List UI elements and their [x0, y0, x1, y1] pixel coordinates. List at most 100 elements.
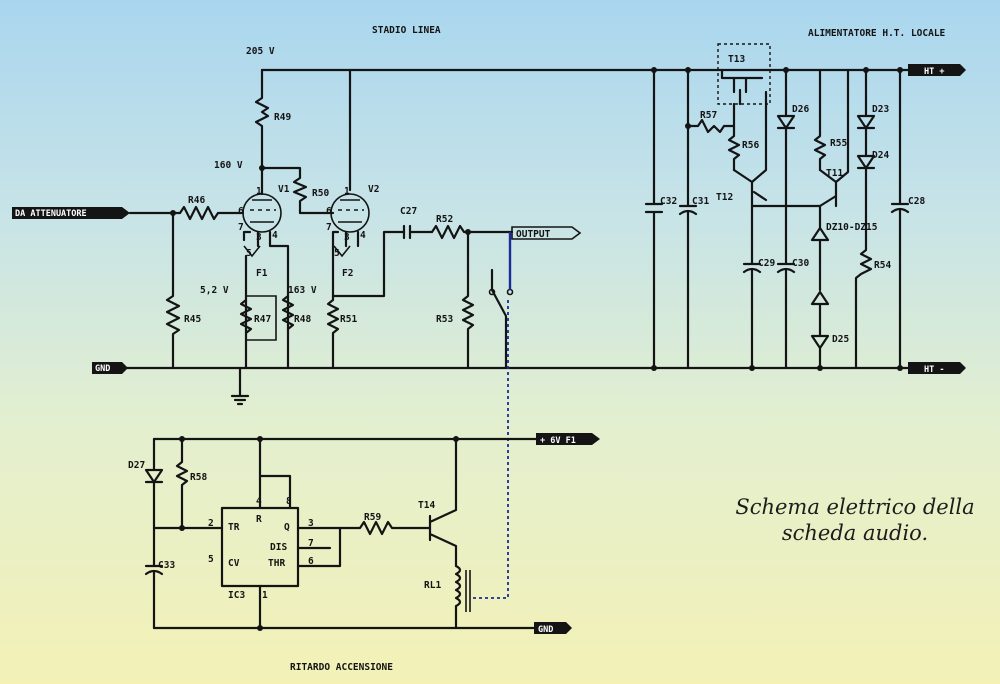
relay-contact-a: [488, 288, 496, 296]
ic3-pin-r: R: [256, 514, 262, 525]
chassis-ground-icon: [230, 366, 250, 406]
ic3-output-wires: [296, 526, 342, 568]
r53-label: R53: [436, 314, 453, 325]
junction-dot: [749, 365, 755, 371]
figure-caption: Schema elettrico della scheda audio.: [735, 495, 975, 545]
gnd-port-bottom: GND: [534, 622, 572, 635]
junction-dot: [257, 436, 263, 442]
r53-resistor: [461, 230, 475, 370]
c27-capacitor: [402, 224, 434, 240]
v2-cathode-out: [331, 230, 406, 298]
v2-pin5: 5: [334, 248, 340, 259]
rl1-coil: [454, 564, 462, 630]
ic3-pin-dis: DIS: [270, 542, 287, 553]
c31-capacitor: [678, 68, 698, 370]
r47-resistor: [239, 298, 253, 335]
dz10-dz15-label: DZ10-DZ15: [826, 222, 878, 233]
junction-dot: [863, 67, 869, 73]
c31-label: C31: [692, 196, 709, 207]
f1-filament-icon: [243, 245, 261, 258]
t11-label: T11: [826, 168, 843, 179]
t13-label: T13: [728, 54, 745, 65]
ht-plus-label: HT +: [924, 67, 944, 77]
junction-dot: [257, 625, 263, 631]
v1-electrodes: [250, 199, 276, 223]
r52-resistor: [430, 224, 514, 240]
v1-pin1: 1: [256, 186, 262, 197]
ic3-power-wires: [258, 437, 292, 630]
r51-resistor: [326, 294, 340, 370]
d27-diode: [144, 437, 164, 568]
r59-resistor: [338, 520, 432, 536]
ht-minus-port: HT -: [908, 362, 966, 375]
f1-label: F1: [256, 268, 268, 279]
r49-resistor: [254, 68, 270, 196]
junction-dot: [685, 67, 691, 73]
junction-dot: [897, 365, 903, 371]
v2-pin6: 6: [326, 206, 332, 217]
title-ritardo-accensione: RITARDO ACCENSIONE: [290, 662, 393, 673]
ic3-num-6: 6: [308, 556, 314, 567]
v2-tube-icon: [330, 193, 370, 233]
junction-dot: [179, 436, 185, 442]
junction-dot: [651, 67, 657, 73]
r47-label: R47: [254, 314, 271, 325]
r57-resistor: [686, 118, 736, 134]
f2-filament-icon: [333, 245, 351, 258]
c30-label: C30: [792, 258, 809, 269]
c33-capacitor: [144, 564, 164, 630]
c29-capacitor: [742, 204, 762, 370]
title-stadio-linea: STADIO LINEA: [372, 25, 441, 36]
ic3-num-2: 2: [208, 518, 214, 529]
d24-label: D24: [872, 150, 889, 161]
d27-label: D27: [128, 460, 145, 471]
output-port: OUTPUT: [511, 226, 582, 240]
v1-pin7: 7: [238, 222, 244, 233]
c29-label: C29: [758, 258, 775, 269]
ic3-num-3: 3: [308, 518, 314, 529]
v2-pin7: 7: [326, 222, 332, 233]
v2-pin-wires: [331, 230, 360, 298]
ic3-pin-tr: TR: [228, 522, 240, 533]
junction-dot: [817, 365, 823, 371]
input-port-label: DA ATTENUATORE: [15, 209, 87, 219]
relay-mechanical-link: [470, 300, 509, 599]
ic3-pin-thr: THR: [268, 558, 285, 569]
r50-label: R50: [312, 188, 329, 199]
d23-label: D23: [872, 104, 889, 115]
c27-label: C27: [400, 206, 417, 217]
v2-electrodes: [338, 199, 364, 223]
title-alimentatore: ALIMENTATORE H.T. LOCALE: [808, 28, 946, 39]
c32-capacitor: [644, 68, 664, 370]
c28-capacitor: [890, 68, 910, 370]
r55-resistor: [813, 68, 827, 172]
r48-label: R48: [294, 314, 311, 325]
junction-dot: [897, 67, 903, 73]
r49-label: R49: [274, 112, 291, 123]
r57-label: R57: [700, 110, 717, 121]
ic3-num-7: 7: [308, 538, 314, 549]
t13-transistor-icon: [720, 68, 764, 106]
v1-label: V1: [278, 184, 290, 195]
r50-resistor: [260, 166, 335, 215]
v1-pin4: 4: [272, 230, 278, 241]
t14-transistor-icon: [428, 437, 458, 568]
c28-label: C28: [908, 196, 925, 207]
c33-label: C33: [158, 560, 175, 571]
dz-d25-zener-chain: [810, 204, 830, 370]
r54-label: R54: [874, 260, 891, 271]
r58-resistor: [175, 437, 189, 530]
ic3-num-1: 1: [262, 590, 268, 601]
d26-c30-branch: [776, 68, 796, 370]
v2-label: V2: [368, 184, 379, 195]
r51-label: R51: [340, 314, 357, 325]
r52-label: R52: [436, 214, 453, 225]
ic3-pin-cv: CV: [228, 558, 240, 569]
plus6v-label: + 6V F1: [540, 436, 576, 446]
junction-dot: [783, 67, 789, 73]
d25-label: D25: [832, 334, 849, 345]
r47-frame: [246, 295, 277, 341]
t11-transistor-icon: [818, 68, 850, 208]
junction-dot: [651, 365, 657, 371]
t13-heatsink-outline: [717, 43, 771, 105]
